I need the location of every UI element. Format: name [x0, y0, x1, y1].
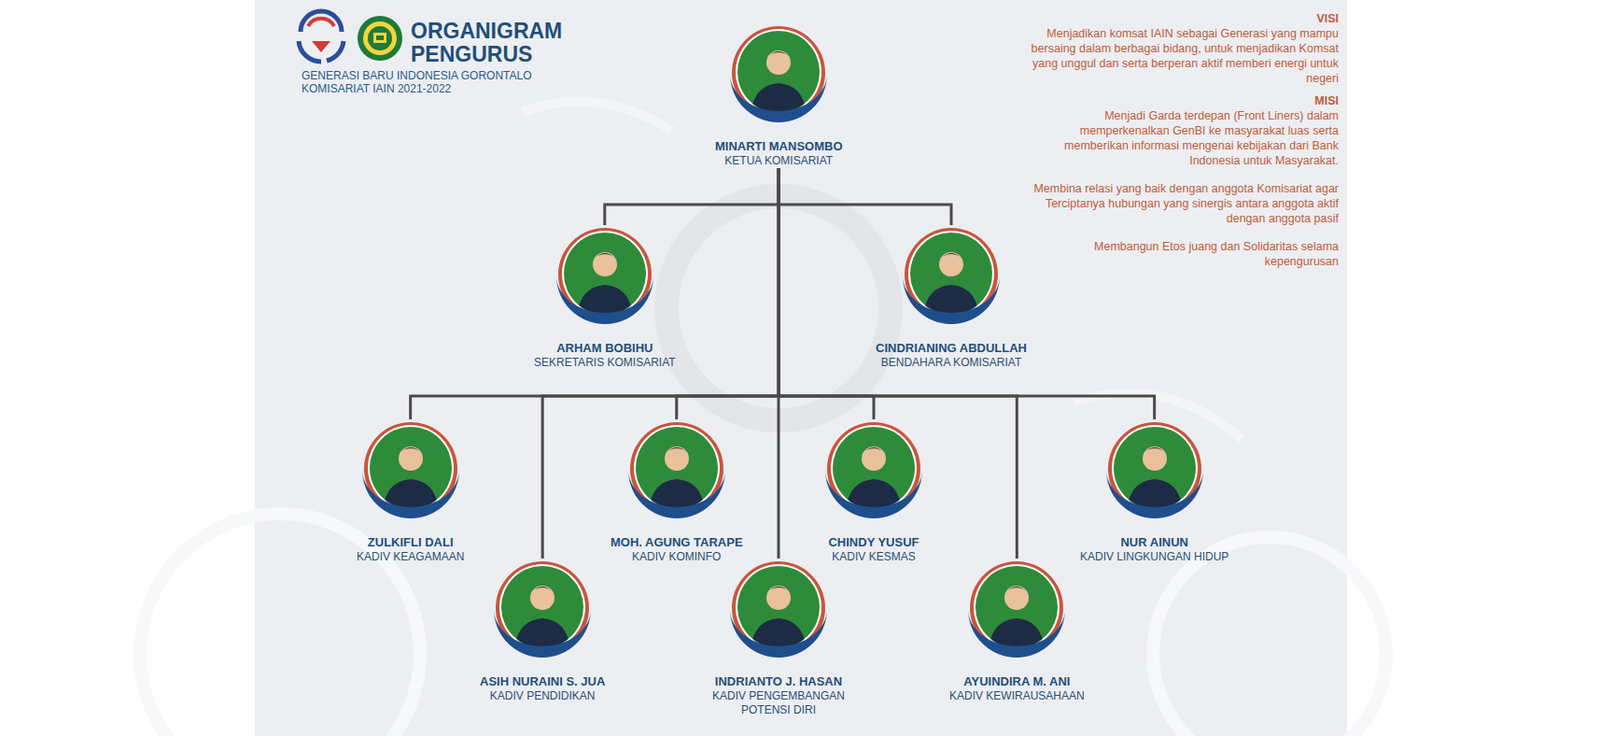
org-connector [778, 168, 874, 420]
person-card: ZULKIFLI DALIKADIV KEAGAMAAN [350, 419, 470, 564]
role-title: KADIV KESMAS [831, 549, 915, 564]
person-card: MINARTI MANSOMBOKETUA KOMISARIAT [709, 23, 849, 169]
person-card: INDRIANTO J. HASANKADIV PENGEMBANGAN POT… [699, 558, 858, 717]
person-name: MOH. AGUNG TARAPE [610, 534, 744, 550]
person-card: ASIH NURAINI S. JUAKADIV PENDIDIKAN [474, 558, 611, 703]
person-name: ARHAM BOBIHU [556, 340, 653, 356]
person-name: ZULKIFLI DALI [367, 534, 454, 550]
section-text: Membangun Etos juang dan Solidaritas sel… [1021, 238, 1339, 269]
portrait-circle [554, 224, 656, 326]
portrait-circle [728, 23, 829, 125]
portrait-circle [360, 419, 462, 520]
role-title: KADIV KOMINFO [631, 549, 721, 564]
portrait-circle [966, 558, 1067, 660]
iain-logo [357, 15, 403, 61]
person-card: MOH. AGUNG TARAPEKADIV KOMINFO [604, 419, 749, 564]
person-name: MINARTI MANSOMBO [715, 139, 843, 155]
section-text: Menjadi Garda terdepan (Front Liners) da… [1021, 108, 1339, 169]
person-card: NUR AINUNKADIV LINGKUNGAN HIDUP [1074, 419, 1235, 564]
section-heading: MISI [1021, 93, 1339, 109]
person-name: AYUINDIRA M. ANI [963, 673, 1070, 689]
vision-mission-panel: VISIMenjadikan komsat IAIN sebagai Gener… [1021, 11, 1339, 269]
role-title: BENDAHARA KOMISARIAT [881, 355, 1022, 370]
person-card: CHINDY YUSUFKADIV KESMAS [817, 419, 930, 564]
subtitle: GENERASI BARU INDONESIA GORONTALO KOMISA… [301, 69, 573, 96]
person-name: NUR AINUN [1120, 534, 1188, 550]
section-heading: VISI [1021, 11, 1339, 27]
portrait-circle [626, 419, 728, 520]
person-card: AYUINDIRA M. ANIKADIV KEWIRAUSAHAAN [943, 558, 1091, 703]
genbi-logo [298, 11, 344, 62]
section-text: Membina relasi yang baik dengan anggota … [1021, 181, 1339, 226]
person-name: INDRIANTO J. HASAN [715, 673, 843, 689]
portrait-circle [491, 558, 593, 660]
title: ORGANIGRAM PENGURUS [410, 19, 575, 67]
person-card: ARHAM BOBIHUSEKRETARIS KOMISARIAT [528, 224, 682, 370]
role-title: KETUA KOMISARIAT [724, 154, 833, 169]
role-title: KADIV KEAGAMAAN [356, 549, 464, 564]
org-connector [676, 168, 779, 420]
role-title: SEKRETARIS KOMISARIAT [533, 355, 676, 370]
role-title: KADIV KEWIRAUSAHAAN [949, 688, 1085, 703]
person-name: ASIH NURAINI S. JUA [479, 673, 605, 689]
person-name: CHINDY YUSUF [828, 534, 919, 550]
org-connector [778, 168, 952, 225]
role-title: KADIV PENDIDIKAN [490, 688, 596, 703]
person-name: CINDRIANING ABDULLAH [875, 340, 1027, 356]
portrait-circle [823, 419, 925, 520]
section-text: Menjadikan komsat IAIN sebagai Generasi … [1021, 26, 1339, 86]
org-connector [410, 168, 780, 420]
portrait-circle [1104, 419, 1206, 520]
portrait-circle [728, 558, 829, 660]
portrait-circle [900, 224, 1002, 326]
role-title: KADIV PENGEMBANGAN POTENSI DIRI [704, 688, 853, 717]
person-card: CINDRIANING ABDULLAHBENDAHARA KOMISARIAT [870, 224, 1033, 370]
org-connector [604, 168, 779, 225]
role-title: KADIV LINGKUNGAN HIDUP [1080, 549, 1229, 564]
